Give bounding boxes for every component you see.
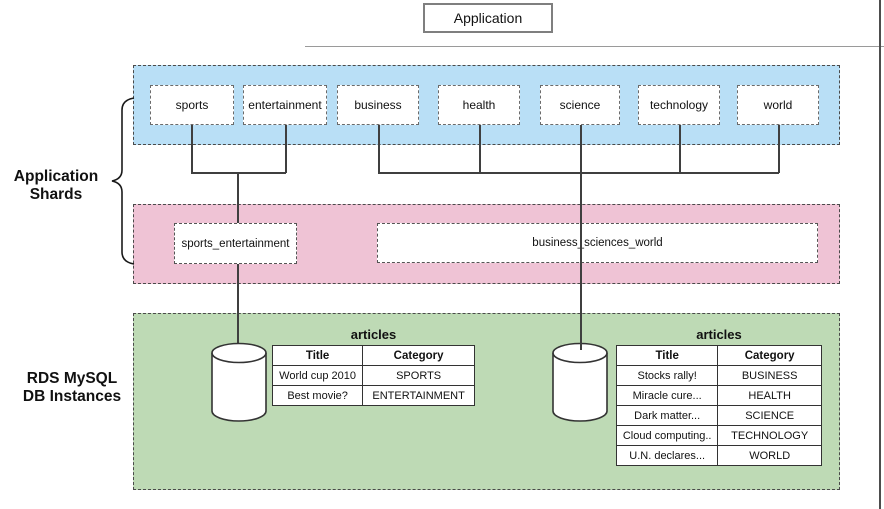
table-row: Dark matter... SCIENCE <box>615 405 822 426</box>
connector-merge-right <box>378 172 779 174</box>
cell-title: World cup 2010 <box>271 365 364 386</box>
shard-box-entertainment: entertainment <box>243 85 327 125</box>
connector-business <box>378 125 380 173</box>
window-edge-line <box>879 0 881 509</box>
connector-health <box>479 125 481 173</box>
cell-title: U.N. declares... <box>615 445 719 466</box>
articles-table: Title Category Stocks rally! BUSINESS Mi… <box>615 345 822 466</box>
shard-box-technology: technology <box>638 85 720 125</box>
articles-table: Title Category World cup 2010 SPORTS Bes… <box>271 345 475 406</box>
db-shard-label: sports_entertainment <box>181 237 290 250</box>
shard-label: health <box>462 98 496 112</box>
table-row: U.N. declares... WORLD <box>615 445 822 466</box>
shard-label: business <box>354 98 402 112</box>
cell-title: Stocks rally! <box>615 365 719 386</box>
db-shard-box-business-sciences-world: business_sciences_world <box>377 223 818 263</box>
connector-to-sports-entertainment <box>237 172 239 223</box>
table-header-row: Title Category <box>615 345 822 366</box>
shard-label: technology <box>649 98 709 112</box>
table-row: Best movie? ENTERTAINMENT <box>271 385 475 406</box>
column-header-title: Title <box>271 345 364 366</box>
application-box-label: Application <box>453 10 523 26</box>
connector-entertainment <box>285 125 287 173</box>
label-line: RDS MySQL <box>26 370 118 387</box>
articles-table-right: articles Title Category Stocks rally! BU… <box>615 327 822 466</box>
shards-brace <box>111 97 135 265</box>
cell-title: Best movie? <box>271 385 364 406</box>
cell-title: Dark matter... <box>615 405 719 426</box>
header-divider-line <box>305 46 884 47</box>
connector-technology <box>679 125 681 173</box>
label-line: DB Instances <box>22 388 122 405</box>
column-header-title: Title <box>615 345 719 366</box>
db-shard-box-sports-entertainment: sports_entertainment <box>174 223 297 264</box>
label-line: Application <box>13 168 99 185</box>
shard-label: world <box>763 98 793 112</box>
application-shards-label: Application Shards <box>2 168 110 204</box>
application-box: Application <box>423 3 553 33</box>
cell-title: Miracle cure... <box>615 385 719 406</box>
cell-category: SCIENCE <box>717 405 822 426</box>
shard-label: sports <box>175 98 209 112</box>
cell-title: Cloud computing.. <box>615 425 719 446</box>
cell-category: WORLD <box>717 445 822 466</box>
column-header-category: Category <box>717 345 822 366</box>
shard-label: science <box>559 98 601 112</box>
label-line: Shards <box>29 186 83 203</box>
shard-box-sports: sports <box>150 85 234 125</box>
table-header-row: Title Category <box>271 345 475 366</box>
cell-category: BUSINESS <box>717 365 822 386</box>
database-cylinder-icon <box>552 342 608 422</box>
table-row: World cup 2010 SPORTS <box>271 365 475 386</box>
shard-box-science: science <box>540 85 620 125</box>
articles-table-left: articles Title Category World cup 2010 S… <box>271 327 475 406</box>
table-row: Cloud computing.. TECHNOLOGY <box>615 425 822 446</box>
column-header-category: Category <box>362 345 475 366</box>
connector-science-to-right-db <box>580 125 582 350</box>
table-title: articles <box>696 327 742 342</box>
table-title: articles <box>350 327 397 342</box>
db-shard-label: business_sciences_world <box>532 237 663 249</box>
shard-box-health: health <box>438 85 520 125</box>
connector-world <box>778 125 780 173</box>
database-cylinder-icon <box>211 342 267 422</box>
connector-merge-left <box>191 172 286 174</box>
shard-label: entertainment <box>248 98 322 112</box>
connector-sports <box>191 125 193 173</box>
cell-category: ENTERTAINMENT <box>362 385 475 406</box>
table-row: Stocks rally! BUSINESS <box>615 365 822 386</box>
shard-box-world: world <box>737 85 819 125</box>
connector-to-left-db <box>237 264 239 350</box>
cell-category: TECHNOLOGY <box>717 425 822 446</box>
table-row: Miracle cure... HEALTH <box>615 385 822 406</box>
shard-box-business: business <box>337 85 419 125</box>
cell-category: SPORTS <box>362 365 475 386</box>
cell-category: HEALTH <box>717 385 822 406</box>
rds-mysql-label: RDS MySQL DB Instances <box>8 370 136 406</box>
